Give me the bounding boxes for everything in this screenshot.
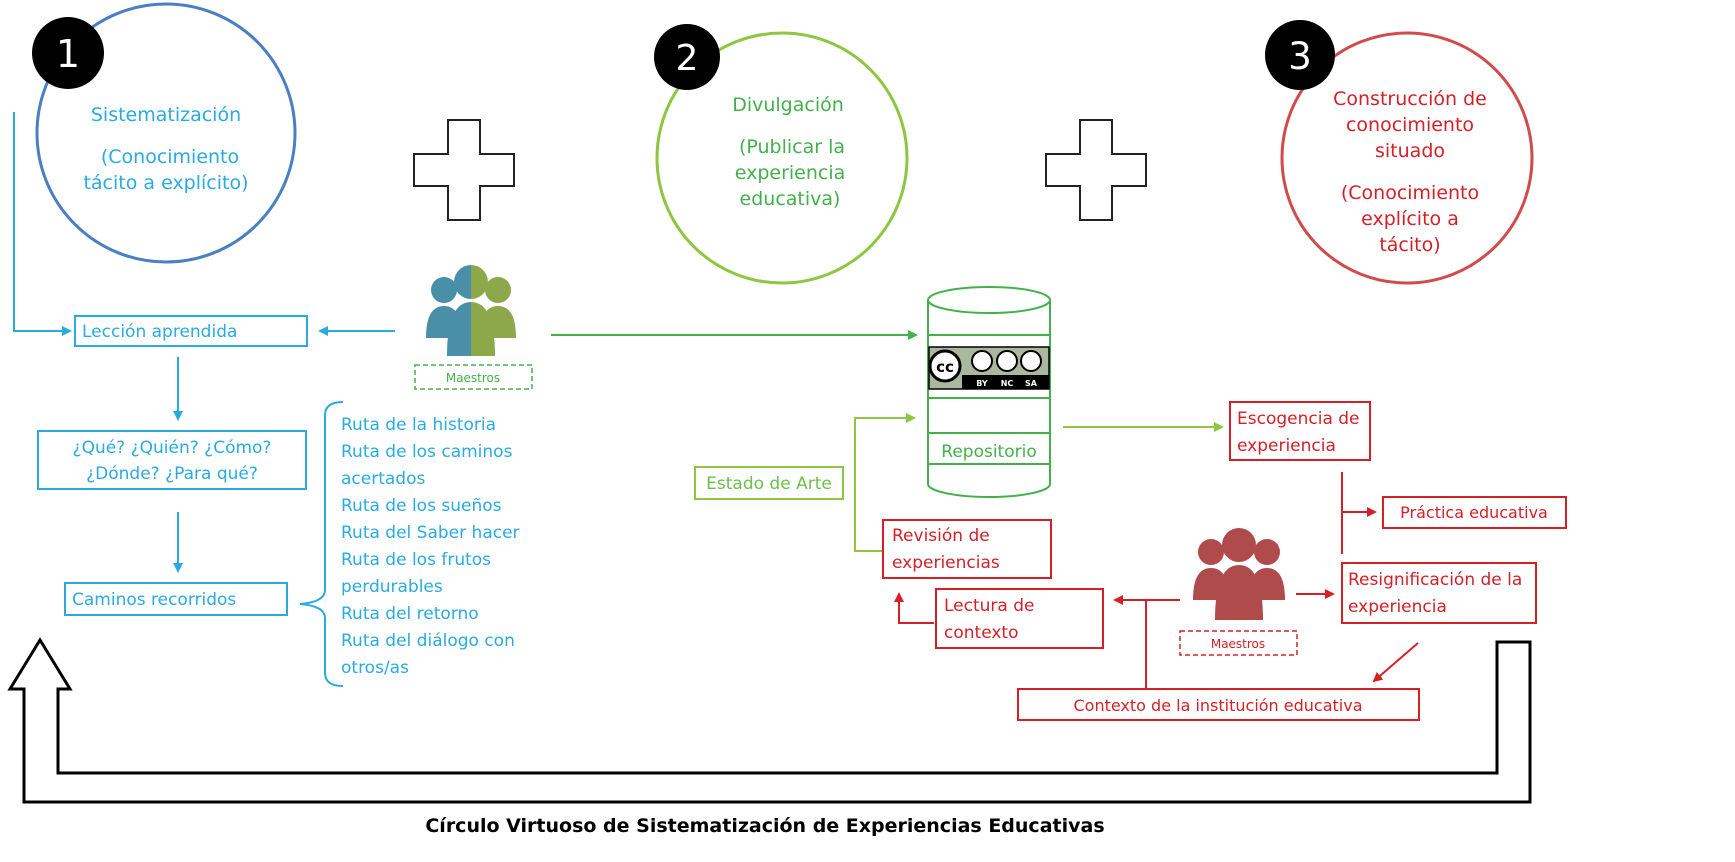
- leccion-box: [74, 315, 308, 347]
- arrow-resignificacion-contexto: [1372, 642, 1419, 683]
- step-1-title: Sistematización: [91, 104, 241, 126]
- contexto-label: Contexto de la institución educativa: [1073, 696, 1362, 715]
- maestros-label-2: Maestros: [1211, 637, 1265, 651]
- estado-arte-box: [694, 466, 844, 500]
- teachers-group-icon: [426, 265, 516, 356]
- ruta-line-6: Ruta de los frutos: [341, 550, 491, 570]
- svg-text:NC: NC: [1001, 379, 1014, 388]
- step-2-subtitle-line-1: (Publicar la: [739, 136, 845, 158]
- step-2-title: Divulgación: [732, 94, 844, 116]
- plus-icon: [1045, 119, 1147, 221]
- step-3-title-line-2: conocimiento: [1346, 114, 1474, 136]
- step-1-subtitle-line-2: tácito a explícito): [83, 172, 248, 194]
- repository-cylinder: [927, 286, 1051, 498]
- caminos-box: [64, 582, 288, 616]
- step-3-subtitle-line-2: explícito a: [1361, 208, 1459, 230]
- resignificacion-line-1: Resignificación de la: [1348, 570, 1522, 590]
- estado-arte-label: Estado de Arte: [706, 474, 832, 494]
- lectura-line-1: Lectura de: [944, 596, 1034, 616]
- ruta-line-2: Ruta de los caminos: [341, 442, 513, 462]
- revision-line-2: experiencias: [892, 553, 1000, 573]
- step-3-subtitle-line-1: (Conocimiento: [1341, 182, 1479, 204]
- svg-text:BY: BY: [976, 379, 988, 388]
- revision-box: [882, 519, 1052, 579]
- repository-label: Repositorio: [941, 442, 1036, 462]
- step-2-number: 2: [676, 38, 699, 79]
- step-2-circle: [655, 31, 909, 285]
- caminos-label: Caminos recorridos: [72, 590, 236, 610]
- step-2-badge: 2: [654, 24, 720, 90]
- rutas-brace: [299, 401, 344, 687]
- escogencia-line-1: Escogencia de: [1237, 409, 1360, 429]
- resignificacion-line-2: experiencia: [1348, 597, 1447, 617]
- step-2-subtitle-line-2: experiencia: [735, 162, 846, 184]
- svg-text:cc: cc: [936, 358, 954, 376]
- ruta-line-7: perdurables: [341, 577, 443, 597]
- ruta-line-8: Ruta del retorno: [341, 604, 479, 624]
- plus-icon: [413, 119, 515, 221]
- svg-text:SA: SA: [1025, 379, 1038, 388]
- step-3-title-line-3: situado: [1375, 140, 1445, 162]
- step-3-badge: 3: [1265, 20, 1335, 90]
- feedback-arrow-leccion: [13, 112, 72, 336]
- maestros-label-1: Maestros: [446, 371, 500, 385]
- step-3-number: 3: [1288, 35, 1312, 78]
- cc-license-icon: cc BY NC SA: [928, 346, 1050, 390]
- escogencia-box: [1229, 401, 1371, 461]
- contexto-box: [1017, 688, 1420, 721]
- ruta-line-9: Ruta del diálogo con: [341, 631, 515, 651]
- arrow-lectura-revision: [894, 592, 934, 624]
- practica-box: [1382, 496, 1567, 529]
- revision-line-1: Revisión de: [892, 526, 990, 546]
- step-2-subtitle-line-3: educativa): [740, 188, 841, 210]
- preguntas-line-2: ¿Dónde? ¿Para qué?: [86, 464, 258, 484]
- teachers-group-icon: [1193, 528, 1285, 620]
- maestros-label-box-2: [1179, 630, 1298, 656]
- resignificacion-box: [1341, 562, 1537, 624]
- ruta-line-3: acertados: [341, 469, 425, 489]
- practica-label: Práctica educativa: [1400, 503, 1548, 522]
- step-3-subtitle-line-3: tácito): [1379, 234, 1440, 256]
- lectura-line-2: contexto: [944, 623, 1018, 643]
- ruta-line-4: Ruta de los sueños: [341, 496, 502, 516]
- ruta-line-10: otros/as: [341, 658, 409, 678]
- lectura-box: [935, 588, 1104, 649]
- step-1-number: 1: [56, 32, 80, 76]
- arrow-revision-repositorio: [854, 413, 916, 552]
- step-1-subtitle-line-1: (Conocimiento: [101, 146, 239, 168]
- step-1-circle: [35, 2, 297, 264]
- ruta-line-5: Ruta del Saber hacer: [341, 523, 520, 543]
- escogencia-line-2: experiencia: [1237, 436, 1336, 456]
- preguntas-box: [37, 430, 307, 490]
- maestros-label-box-1: [414, 364, 533, 390]
- step-3-title-line-1: Construcción de: [1333, 88, 1487, 110]
- step-3-circle: [1280, 31, 1534, 285]
- cycle-arrow: [7, 637, 1532, 804]
- cycle-title: Círculo Virtuoso de Sistematización de E…: [425, 815, 1104, 837]
- step-1-badge: 1: [32, 17, 104, 89]
- leccion-label: Lección aprendida: [82, 322, 237, 342]
- ruta-line-1: Ruta de la historia: [341, 415, 496, 435]
- preguntas-line-1: ¿Qué? ¿Quién? ¿Cómo?: [73, 438, 272, 458]
